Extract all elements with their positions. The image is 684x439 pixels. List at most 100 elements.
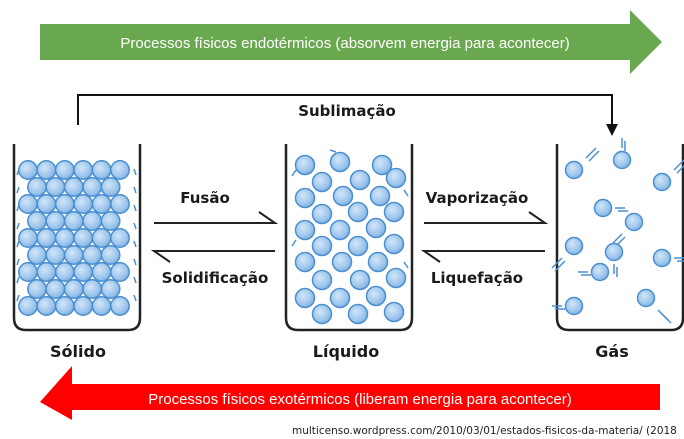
gas-particle bbox=[636, 288, 656, 308]
solid-particle bbox=[45, 279, 66, 299]
solid-particle bbox=[110, 160, 130, 180]
vaporization-liquefaction-arrows bbox=[420, 211, 549, 263]
liquid-particle bbox=[365, 285, 387, 307]
solid-particle bbox=[110, 296, 130, 316]
liquid-particle bbox=[349, 169, 371, 191]
solid-particle bbox=[110, 228, 130, 248]
liquid-particle bbox=[329, 151, 351, 173]
liquid-particle bbox=[331, 251, 353, 273]
liquid-particle bbox=[294, 154, 316, 176]
liquid-particle bbox=[365, 217, 387, 239]
solid-particle bbox=[18, 160, 38, 180]
solid-particle bbox=[27, 279, 47, 299]
endothermic-arrow bbox=[40, 10, 662, 74]
exothermic-arrow bbox=[40, 366, 660, 420]
motion-line bbox=[133, 294, 137, 302]
liquid-particle bbox=[369, 185, 391, 207]
gas-particles bbox=[551, 138, 684, 324]
fusion-solidification-arrows bbox=[150, 211, 279, 263]
solid-particle bbox=[27, 177, 47, 197]
solid-particle bbox=[54, 228, 75, 248]
liquid-particle bbox=[332, 185, 354, 207]
solid-particle bbox=[54, 262, 75, 282]
sublimation-label: Sublimação bbox=[298, 102, 396, 120]
solidification-arrow bbox=[150, 250, 275, 263]
solidification-label: Solidificação bbox=[162, 269, 269, 287]
liquid-particle bbox=[294, 251, 316, 273]
liquid-particle bbox=[329, 219, 351, 241]
gas-particle bbox=[564, 296, 584, 316]
motion-line bbox=[16, 222, 20, 230]
motion-line bbox=[16, 204, 20, 212]
gas-particle bbox=[593, 198, 613, 218]
solid-particle bbox=[82, 245, 103, 265]
solid-particles bbox=[16, 160, 137, 316]
motion-line bbox=[403, 261, 409, 269]
motion-line bbox=[329, 149, 337, 153]
motion-line bbox=[588, 150, 600, 162]
motion-line bbox=[676, 164, 684, 174]
solid-particle bbox=[18, 228, 38, 248]
gas-particle bbox=[564, 160, 584, 180]
solid-particle bbox=[73, 296, 94, 316]
liquid-label: Líquido bbox=[313, 342, 379, 361]
solid-container bbox=[12, 144, 142, 332]
motion-line bbox=[133, 168, 137, 176]
solid-particle bbox=[73, 160, 94, 180]
motion-line bbox=[16, 240, 20, 248]
liquid-particle bbox=[385, 167, 407, 189]
gas-particle bbox=[612, 150, 632, 170]
solid-particle bbox=[18, 262, 38, 282]
gas-particle bbox=[590, 262, 610, 282]
gas-particle bbox=[652, 172, 672, 192]
motion-line bbox=[551, 257, 563, 269]
solid-particle bbox=[63, 177, 84, 197]
vaporization-arrow bbox=[424, 211, 549, 224]
solid-particle bbox=[36, 194, 57, 214]
vaporization-label: Vaporização bbox=[426, 189, 529, 207]
motion-line bbox=[403, 189, 409, 197]
solid-particle bbox=[27, 245, 47, 265]
motion-line bbox=[16, 186, 20, 194]
solid-label: Sólido bbox=[50, 342, 106, 361]
gas-container bbox=[555, 144, 684, 332]
solid-particle bbox=[100, 177, 121, 197]
solid-particle bbox=[63, 245, 84, 265]
solid-particle bbox=[73, 262, 94, 282]
liquid-particle bbox=[371, 154, 393, 176]
gas-particle bbox=[652, 248, 672, 268]
liquefaction-arrow bbox=[420, 250, 545, 263]
liquid-particle bbox=[367, 251, 389, 273]
motion-line bbox=[16, 294, 20, 302]
solid-particle bbox=[91, 262, 112, 282]
solid-particle bbox=[45, 211, 66, 231]
motion-line bbox=[133, 204, 137, 212]
motion-line bbox=[133, 186, 137, 194]
solid-particle bbox=[91, 160, 112, 180]
solid-particle bbox=[82, 279, 103, 299]
motion-line bbox=[673, 159, 684, 171]
solid-particle bbox=[54, 296, 75, 316]
solid-particle bbox=[36, 160, 57, 180]
solid-particle bbox=[100, 245, 121, 265]
solid-particle bbox=[63, 211, 84, 231]
solid-particle bbox=[36, 228, 57, 248]
solid-particle bbox=[18, 296, 38, 316]
solid-particle bbox=[73, 194, 94, 214]
endothermic-band: Processos físicos endotérmicos (absorvem… bbox=[40, 10, 662, 74]
gas-particle bbox=[564, 236, 584, 256]
solid-particle bbox=[54, 194, 75, 214]
motion-line bbox=[291, 239, 297, 247]
solid-particle bbox=[18, 194, 38, 214]
solid-particle bbox=[91, 194, 112, 214]
liquid-particle bbox=[347, 303, 369, 325]
motion-line bbox=[660, 312, 672, 324]
liquid-particle bbox=[311, 171, 333, 193]
gas-particle bbox=[624, 212, 644, 232]
motion-line bbox=[16, 276, 20, 284]
motion-line bbox=[611, 233, 623, 245]
solid-particle bbox=[36, 296, 57, 316]
solid-particle bbox=[54, 160, 75, 180]
solid-particle bbox=[63, 279, 84, 299]
endothermic-label: Processos físicos endotérmicos (absorvem… bbox=[120, 35, 569, 52]
